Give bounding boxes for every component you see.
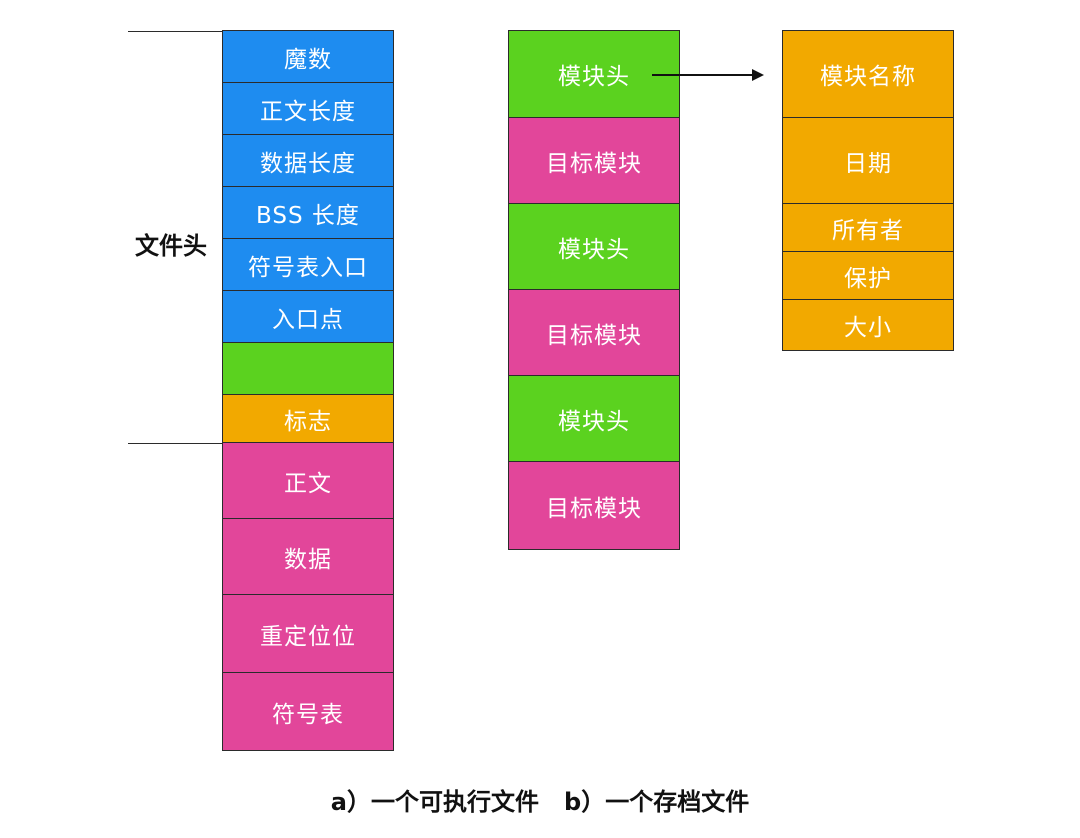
- magic-number-cell: 魔数: [223, 31, 393, 83]
- figure-caption: a）一个可执行文件 b）一个存档文件: [0, 782, 1080, 817]
- relocation-bits-cell: 重定位位: [223, 595, 393, 673]
- text-section-cell: 正文: [223, 443, 393, 519]
- caption-part-b: b）一个存档文件: [564, 788, 750, 816]
- caption-part-a: a）一个可执行文件: [330, 788, 539, 816]
- text-size-cell: 正文长度: [223, 83, 393, 135]
- file-header-label: 文件头: [135, 232, 207, 260]
- file-header-top-line: [128, 31, 223, 32]
- file-header-bottom-line: [128, 443, 223, 444]
- entry-point-cell: 入口点: [223, 291, 393, 343]
- module-header-detail-stack: 模块名称 日期 所有者 保护 大小: [782, 30, 954, 351]
- module-header-cell-3: 模块头: [509, 376, 679, 462]
- archive-file-stack: 模块头 目标模块 模块头 目标模块 模块头 目标模块: [508, 30, 680, 550]
- module-name-cell: 模块名称: [783, 31, 953, 118]
- owner-cell: 所有者: [783, 204, 953, 252]
- size-cell: 大小: [783, 300, 953, 350]
- executable-file-stack: 魔数 正文长度 数据长度 BSS 长度 符号表入口 入口点 标志 正文 数据 重…: [222, 30, 394, 751]
- date-cell: 日期: [783, 118, 953, 204]
- object-module-cell-1: 目标模块: [509, 118, 679, 204]
- object-module-cell-2: 目标模块: [509, 290, 679, 376]
- bss-size-cell: BSS 长度: [223, 187, 393, 239]
- symbol-table-entry-cell: 符号表入口: [223, 239, 393, 291]
- arrow-icon: [652, 69, 764, 81]
- symbol-table-cell: 符号表: [223, 673, 393, 750]
- module-header-cell-1: 模块头: [509, 31, 679, 118]
- data-size-cell: 数据长度: [223, 135, 393, 187]
- data-section-cell: 数据: [223, 519, 393, 595]
- object-module-cell-3: 目标模块: [509, 462, 679, 549]
- protection-cell: 保护: [783, 252, 953, 300]
- blank-green-cell: [223, 343, 393, 395]
- module-header-cell-2: 模块头: [509, 204, 679, 290]
- flags-cell: 标志: [223, 395, 393, 443]
